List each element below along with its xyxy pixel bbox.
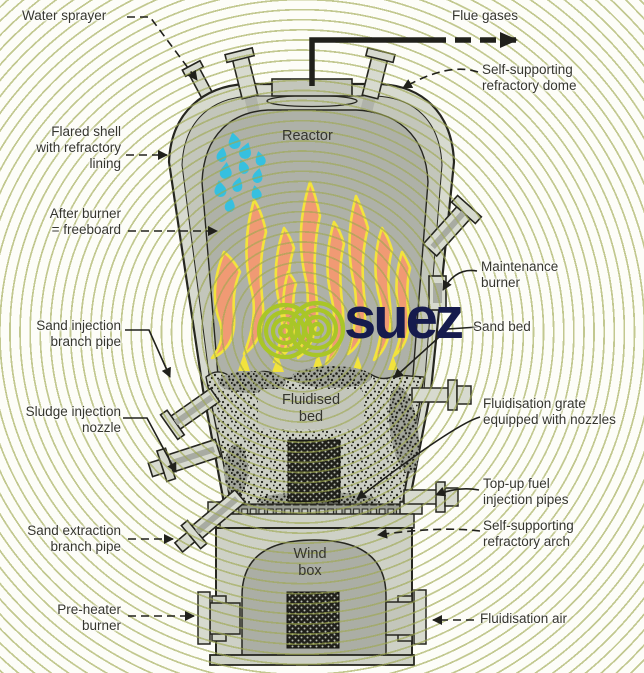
label-top-up-fuel: Top-up fuel injection pipes — [483, 476, 569, 507]
suez-logo: suez — [250, 286, 500, 373]
leader-top-up-fuel — [435, 486, 480, 497]
label-refractory-arch: Self-supporting refractory arch — [483, 518, 574, 549]
flue-gases-arrow — [309, 37, 430, 86]
label-fluidisation-air: Fluidisation air — [480, 611, 568, 626]
label-sand-injection: Sand injection branch pipe — [36, 318, 121, 349]
label-fluidised-bed: Fluidised bed — [281, 392, 341, 426]
leader-sludge-injection — [123, 417, 177, 473]
leader-refractory-dome — [402, 68, 479, 89]
label-flue-gases: Flue gases — [452, 8, 519, 23]
suez-emblem-icon — [256, 300, 346, 360]
label-fluidisation-grate: Fluidisation grate equipped with nozzles — [483, 396, 616, 427]
suez-wordmark: suez — [344, 286, 464, 351]
label-wind-box: Wind box — [293, 546, 327, 580]
label-water-sprayer: Water sprayer — [22, 8, 107, 23]
label-reactor: Reactor — [282, 128, 333, 144]
leader-fluidisation-grate — [356, 416, 481, 500]
label-refractory-dome: Self-supporting refractory dome — [482, 62, 577, 93]
label-after-burner: After burner = freeboard — [49, 206, 121, 237]
label-flared-shell: Flared shell with refractory lining — [36, 124, 121, 171]
label-sand-extraction: Sand extraction branch pipe — [27, 523, 121, 554]
leader-refractory-arch — [377, 528, 481, 539]
leader-water-sprayer — [127, 16, 198, 81]
label-maintenance-burner: Maintenance burner — [481, 259, 559, 290]
leader-sand-injection — [125, 329, 171, 378]
label-sludge-injection: Sludge injection nozzle — [25, 404, 121, 435]
label-pre-heater: Pre-heater burner — [57, 602, 121, 633]
